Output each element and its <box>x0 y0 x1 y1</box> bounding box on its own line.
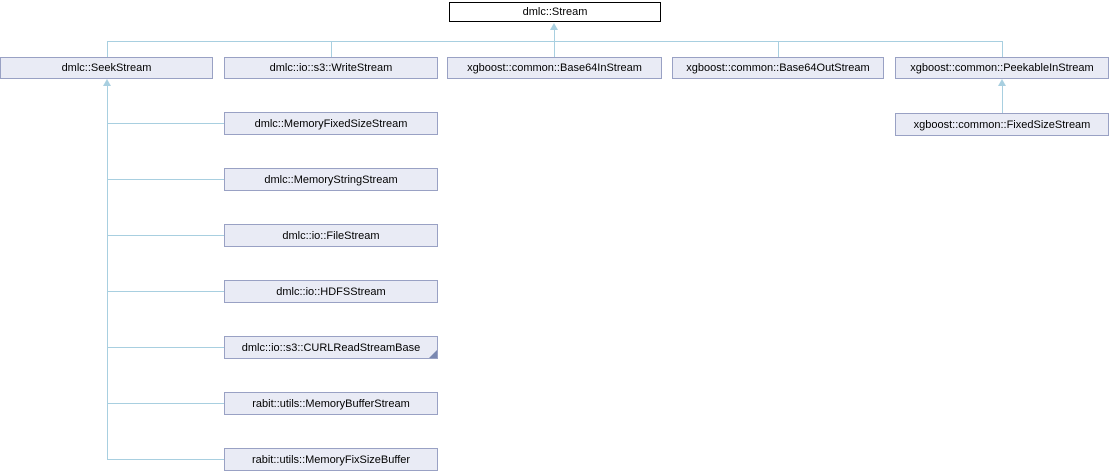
edge-branch-hdfsstream <box>107 291 224 292</box>
node-xgboost-common-fixedsizestream[interactable]: xgboost::common::FixedSizeStream <box>895 113 1109 136</box>
edge-branch-memorybufferstream <box>107 403 224 404</box>
edge-branch-filestream <box>107 235 224 236</box>
edge-stub-seekstream <box>107 41 108 57</box>
edge-stub-writestream <box>331 41 332 57</box>
node-dmlc-stream: dmlc::Stream <box>449 2 661 22</box>
edge-branch-memoryfixsizebuffer <box>107 459 224 460</box>
inheritance-arrow-icon <box>103 79 111 86</box>
edge-stub-peekableinstream <box>1002 41 1003 57</box>
node-xgboost-common-peekableinstream[interactable]: xgboost::common::PeekableInStream <box>895 57 1109 79</box>
node-dmlc-io-s3-writestream[interactable]: dmlc::io::s3::WriteStream <box>224 57 438 79</box>
edge-branch-memorystringstream <box>107 179 224 180</box>
node-xgboost-common-base64outstream[interactable]: xgboost::common::Base64OutStream <box>672 57 884 79</box>
edge-fixedsizestream <box>1002 86 1003 113</box>
node-dmlc-io-filestream[interactable]: dmlc::io::FileStream <box>224 224 438 247</box>
node-dmlc-io-hdfsstream[interactable]: dmlc::io::HDFSStream <box>224 280 438 303</box>
edge-stub-base64outstream <box>778 41 779 57</box>
node-xgboost-common-base64instream[interactable]: xgboost::common::Base64InStream <box>447 57 662 79</box>
edge-seekstream-trunk <box>107 86 108 460</box>
node-dmlc-memorystringstream[interactable]: dmlc::MemoryStringStream <box>224 168 438 191</box>
node-dmlc-seekstream[interactable]: dmlc::SeekStream <box>0 57 213 79</box>
node-dmlc-io-s3-curlreadstreambase[interactable]: dmlc::io::s3::CURLReadStreamBase <box>224 336 438 359</box>
node-label: dmlc::io::s3::CURLReadStreamBase <box>241 341 421 354</box>
edge-root-vertical <box>554 30 555 57</box>
edge-branch-memoryfixedsizestream <box>107 123 224 124</box>
inheritance-arrow-icon <box>550 23 558 30</box>
has-subclasses-fold-icon <box>429 350 437 358</box>
edge-branch-curlreadstreambase <box>107 347 224 348</box>
node-rabit-utils-memoryfixsizebuffer[interactable]: rabit::utils::MemoryFixSizeBuffer <box>224 448 438 471</box>
node-rabit-utils-memorybufferstream[interactable]: rabit::utils::MemoryBufferStream <box>224 392 438 415</box>
node-dmlc-memoryfixedsizestream[interactable]: dmlc::MemoryFixedSizeStream <box>224 112 438 135</box>
inheritance-arrow-icon <box>998 79 1006 86</box>
edge-row2-trunk <box>107 41 1003 42</box>
